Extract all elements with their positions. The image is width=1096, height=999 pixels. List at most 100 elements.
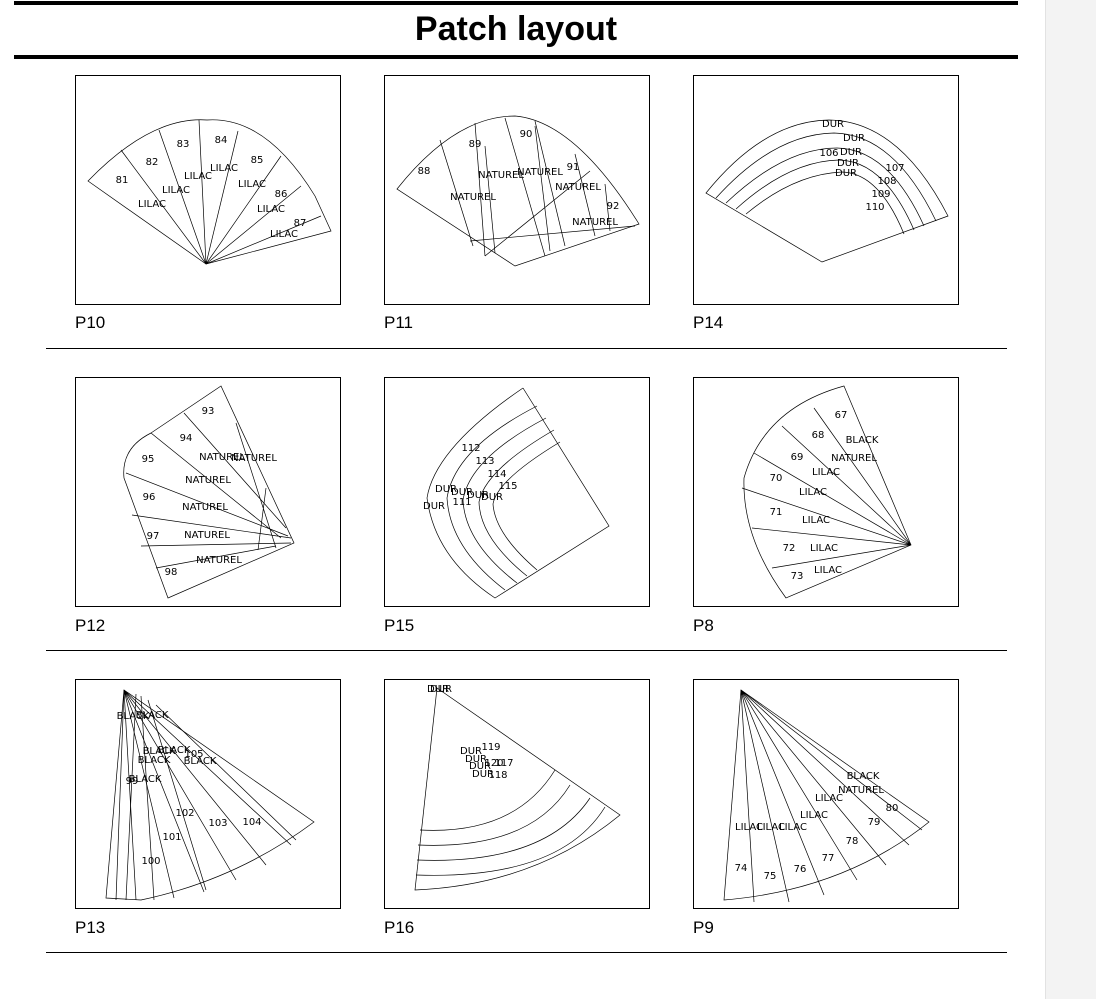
piece-label: LILAC (210, 163, 238, 174)
piece-label: BLACK (184, 756, 217, 767)
piece-label: BLACK (138, 755, 171, 766)
piece-label: LILAC (138, 199, 166, 210)
piece-label: NATUREL (184, 530, 230, 541)
piece-label: LILAC (814, 565, 842, 576)
piece-label: 95 (142, 454, 155, 465)
piece-label: 104 (242, 817, 261, 828)
piece-label: 89 (469, 139, 482, 150)
piece-label: LILAC (800, 810, 828, 821)
piece-label: DUR (435, 484, 457, 495)
page-title: Patch layout (414, 10, 618, 48)
piece-label: 112 (461, 443, 480, 454)
piece-label: BLACK (158, 745, 191, 756)
piece-label: 83 (177, 139, 190, 150)
piece-label: LILAC (779, 822, 807, 833)
piece-label: 78 (846, 836, 859, 847)
title-bottom-rule (14, 55, 1018, 59)
piece-label: DUR (472, 769, 494, 780)
piece-label: 117 (494, 758, 513, 769)
piece-label: BLACK (847, 771, 880, 782)
piece-label: NATUREL (182, 502, 228, 513)
piece-label: NATUREL (555, 182, 601, 193)
piece-label: NATUREL (185, 475, 231, 486)
piece-label: LILAC (812, 467, 840, 478)
piece-label: 74 (735, 863, 748, 874)
patch-diagram-p11: 8889909192NATURELNATURELNATURELNATURELNA… (396, 115, 640, 267)
piece-label: 80 (886, 803, 899, 814)
piece-label: 73 (791, 571, 804, 582)
piece-label: 92 (607, 201, 620, 212)
patch-label-p16: P16 (384, 918, 415, 937)
piece-label: LILAC (238, 179, 266, 190)
piece-label: 111 (452, 497, 471, 508)
patch-label-p10: P10 (75, 313, 106, 332)
piece-label: DUR (481, 492, 503, 503)
piece-label: DUR (469, 761, 491, 772)
piece-label: 107 (885, 163, 904, 174)
piece-label: LILAC (735, 822, 763, 833)
piece-label: LILAC (184, 171, 212, 182)
patch-label-p9: P9 (693, 918, 714, 937)
piece-label: 79 (868, 817, 881, 828)
piece-label: BLACK (846, 435, 879, 446)
piece-label: BLACK (136, 710, 169, 721)
piece-label: BLACK (143, 746, 176, 757)
piece-label: DUR (843, 133, 865, 144)
piece-label: DUR (837, 158, 859, 169)
piece-label: 68 (812, 430, 825, 441)
piece-label: 76 (794, 864, 807, 875)
piece-label: DUR (430, 684, 452, 695)
piece-label: 75 (764, 871, 777, 882)
patch-label-p15: P15 (384, 616, 415, 635)
piece-label: 70 (770, 473, 783, 484)
scrollbar-gutter[interactable] (1045, 0, 1096, 999)
piece-label: LILAC (799, 487, 827, 498)
piece-label: NATUREL (478, 170, 524, 181)
patch-label-p14: P14 (693, 313, 724, 332)
piece-label: DUR (840, 147, 862, 158)
row-separator-1 (46, 348, 1007, 349)
row-separator-3 (46, 952, 1007, 953)
piece-label: 91 (567, 162, 580, 173)
patch-diagram-p9: BLACKNATURELLILAC80LILAC79LILACLILACLILA… (723, 689, 930, 903)
piece-label: 108 (877, 176, 896, 187)
piece-label: LILAC (802, 515, 830, 526)
patch-diagram-p12: 939495969798NATURELNATURELNATURELNATUREL… (123, 385, 295, 599)
piece-label: 110 (865, 202, 884, 213)
piece-label: DUR (423, 501, 445, 512)
piece-label: BLACK (129, 774, 162, 785)
row-separator-2 (46, 650, 1007, 651)
piece-label: DUR (467, 490, 489, 501)
title-top-rule (14, 1, 1018, 5)
piece-label: NATUREL (231, 453, 277, 464)
piece-label: 87 (294, 218, 307, 229)
piece-label: NATUREL (196, 555, 242, 566)
piece-label: DUR (427, 684, 449, 695)
patch-label-p11: P11 (384, 313, 413, 332)
piece-label: 85 (251, 155, 264, 166)
piece-label: DUR (451, 487, 473, 498)
piece-label: DUR (460, 746, 482, 757)
piece-label: 99 (126, 776, 139, 787)
piece-label: 118 (488, 770, 507, 781)
piece-label: LILAC (815, 793, 843, 804)
piece-label: NATUREL (450, 192, 496, 203)
piece-label: LILAC (162, 185, 190, 196)
piece-label: 97 (147, 531, 160, 542)
piece-label: 119 (481, 742, 500, 753)
piece-label: NATUREL (831, 453, 877, 464)
piece-label: 106 (819, 148, 838, 159)
piece-label: 90 (520, 129, 533, 140)
piece-label: LILAC (757, 822, 785, 833)
